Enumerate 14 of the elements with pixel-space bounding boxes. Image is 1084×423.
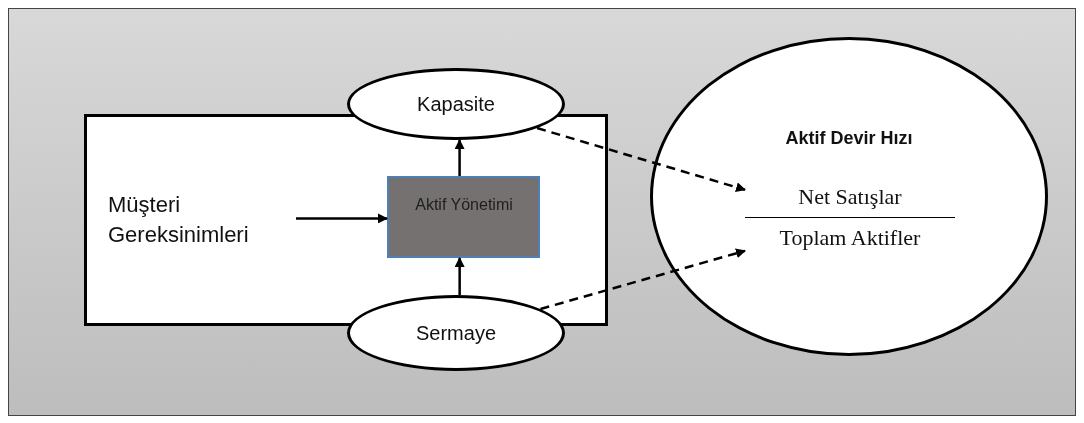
arrow <box>296 213 388 224</box>
numerator-text: Net Satışlar <box>745 180 955 218</box>
dashed-arrow <box>540 248 746 311</box>
ellipse-label: Kapasite <box>416 92 496 117</box>
denominator-text: Toplam Aktifler <box>778 224 922 252</box>
process-box <box>387 176 540 258</box>
arrow <box>454 257 465 295</box>
frame-box <box>84 114 608 326</box>
ellipse-label: Sermaye <box>415 321 497 346</box>
input-label: Müşteri Gereksinimleri <box>108 191 250 249</box>
arrow <box>454 139 465 176</box>
box-label: Aktif Yönetimi <box>414 195 514 215</box>
ratio-title: Aktif Devir Hızı <box>784 127 914 150</box>
dashed-arrow <box>536 126 746 193</box>
